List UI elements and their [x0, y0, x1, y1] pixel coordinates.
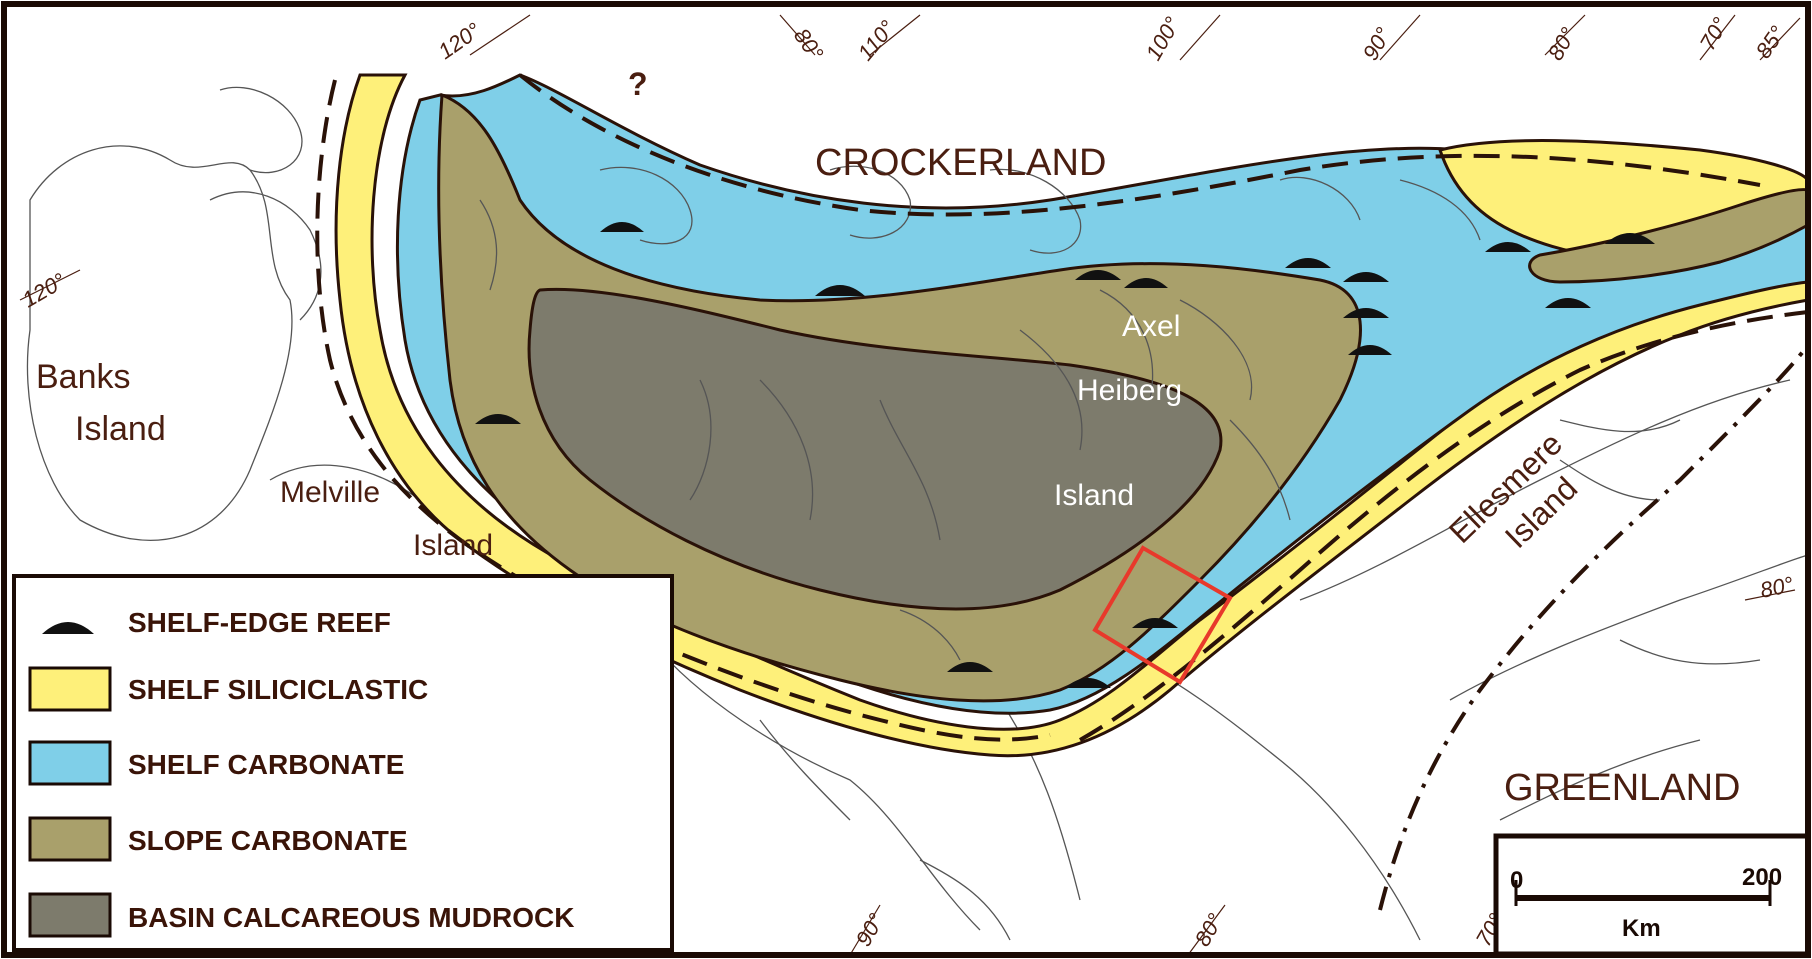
basin-mudrock-zone: [527, 287, 1223, 611]
reef-icon: [1124, 278, 1168, 288]
reef-icon: [42, 622, 94, 634]
scale-bar-unit: Km: [1622, 915, 1661, 942]
reef-icon: [1605, 233, 1655, 244]
banks-island-label: Banks: [36, 358, 131, 396]
reef-icon: [475, 414, 521, 424]
legend-swatch-shelf-siliciclastic: [28, 666, 112, 712]
slope-carbonate-finger: [1528, 188, 1810, 284]
legend-swatch-slope-carbonate: [28, 816, 112, 862]
melville-island-label-2: Island: [413, 529, 493, 562]
island-outlines: [479, 165, 1481, 661]
axel-heiberg-label: Axel: [1122, 310, 1180, 343]
legend-label-basin-mudrock: BASIN CALCAREOUS MUDROCK: [128, 902, 574, 933]
reef-icon: [1485, 242, 1531, 252]
study-area-box: [1092, 545, 1233, 685]
reef-icon: [600, 222, 644, 232]
reef-icon: [815, 285, 865, 296]
reef-markers: [475, 222, 1655, 688]
legend-label-slope-carbonate: SLOPE CARBONATE: [128, 825, 408, 856]
axel-heiberg-label-2: Heiberg: [1077, 374, 1182, 407]
legend-label-shelf-siliciclastic: SHELF SILICICLASTIC: [128, 674, 428, 705]
reef-icon: [947, 662, 993, 672]
greenland-boundary-line: [1378, 343, 1810, 911]
reef-icon: [1343, 272, 1389, 282]
greenland-label: GREENLAND: [1504, 767, 1741, 809]
reef-icon: [1545, 298, 1591, 308]
reef-icon: [1075, 270, 1121, 280]
reef-icon: [1132, 618, 1178, 628]
scale-bar: 0 200 Km: [1493, 833, 1811, 957]
legend-label-reef: SHELF-EDGE REEF: [128, 607, 391, 638]
reef-icon: [1348, 345, 1392, 355]
reef-icon: [1343, 308, 1389, 318]
banks-island-label-2: Island: [75, 410, 166, 448]
legend-swatch-shelf-carbonate: [28, 740, 112, 786]
reef-icon: [1285, 258, 1331, 268]
legend-swatch-basin-mudrock: [28, 892, 112, 938]
scale-bar-start: 0: [1510, 867, 1523, 894]
legend: SHELF-EDGE REEF SHELF SILICICLASTIC SHEL…: [12, 574, 674, 952]
axel-heiberg-label-3: Island: [1054, 479, 1134, 512]
crockerland-label: CROCKERLAND: [815, 142, 1106, 184]
legend-label-shelf-carbonate: SHELF CARBONATE: [128, 749, 404, 780]
scale-bar-end: 200: [1742, 864, 1782, 891]
question-mark: ?: [628, 66, 648, 102]
reef-icon: [1065, 678, 1111, 688]
melville-island-label: Melville: [280, 476, 380, 509]
